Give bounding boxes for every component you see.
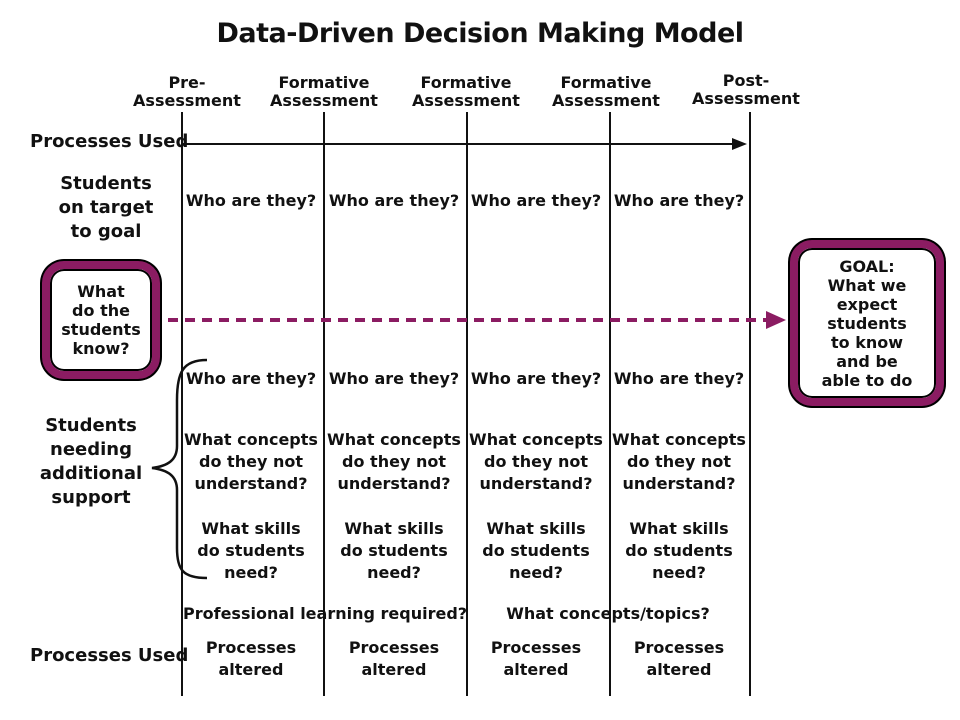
cell-processes-altered-3: Processes altered — [490, 638, 582, 679]
support-brace — [151, 358, 208, 580]
cell-on-target-who-4: Who are they? — [613, 191, 745, 210]
cell-on-target-who-3: Who are they? — [470, 191, 602, 210]
cell-support-who-1: Who are they? — [185, 369, 317, 388]
stage-post-assessment: Post- Assessment — [692, 71, 800, 108]
stage-pre-assessment: Pre- Assessment — [133, 73, 241, 110]
row-label-processes-used-bottom: Processes Used — [30, 645, 189, 666]
goal-box: GOAL: What we expect students to know an… — [790, 240, 944, 406]
cell-skills-3: What skills do students need? — [482, 519, 590, 582]
stage-formative-assessment-3: Formative Assessment — [552, 73, 660, 110]
question-box-what-students-know: What do the students know? — [42, 261, 160, 379]
cell-processes-altered-1: Processes altered — [205, 638, 297, 679]
cell-processes-altered-4: Processes altered — [633, 638, 725, 679]
column-line-formative-1 — [323, 112, 325, 696]
cell-on-target-who-2: Who are they? — [328, 191, 460, 210]
cell-concepts-3: What concepts do they not understand? — [469, 430, 603, 493]
stage-formative-assessment-2: Formative Assessment — [412, 73, 520, 110]
cell-skills-1: What skills do students need? — [197, 519, 305, 582]
stage-formative-assessment-1: Formative Assessment — [270, 73, 378, 110]
cell-support-who-2: Who are they? — [328, 369, 460, 388]
column-line-post — [749, 112, 751, 696]
row-label-students-on-target: Students on target to goal — [58, 173, 154, 242]
cell-on-target-who-1: Who are they? — [185, 191, 317, 210]
note-professional-learning: Professional learning required? — [183, 604, 468, 623]
row-label-processes-used-top: Processes Used — [30, 131, 189, 152]
column-line-formative-3 — [609, 112, 611, 696]
cell-skills-4: What skills do students need? — [625, 519, 733, 582]
cell-concepts-4: What concepts do they not understand? — [612, 430, 746, 493]
cell-processes-altered-2: Processes altered — [348, 638, 440, 679]
cell-support-who-4: Who are they? — [613, 369, 745, 388]
cell-concepts-1: What concepts do they not understand? — [184, 430, 318, 493]
column-line-formative-2 — [466, 112, 468, 696]
goal-arrowhead — [766, 311, 786, 329]
cell-support-who-3: Who are they? — [470, 369, 602, 388]
diagram-title: Data-Driven Decision Making Model — [216, 18, 744, 49]
row-label-students-needing-support: Students needing additional support — [39, 415, 143, 508]
column-line-pre — [181, 112, 183, 696]
note-concepts-topics: What concepts/topics? — [506, 604, 710, 623]
timeline-arrowhead — [732, 138, 747, 150]
cell-concepts-2: What concepts do they not understand? — [327, 430, 461, 493]
cell-skills-2: What skills do students need? — [340, 519, 448, 582]
